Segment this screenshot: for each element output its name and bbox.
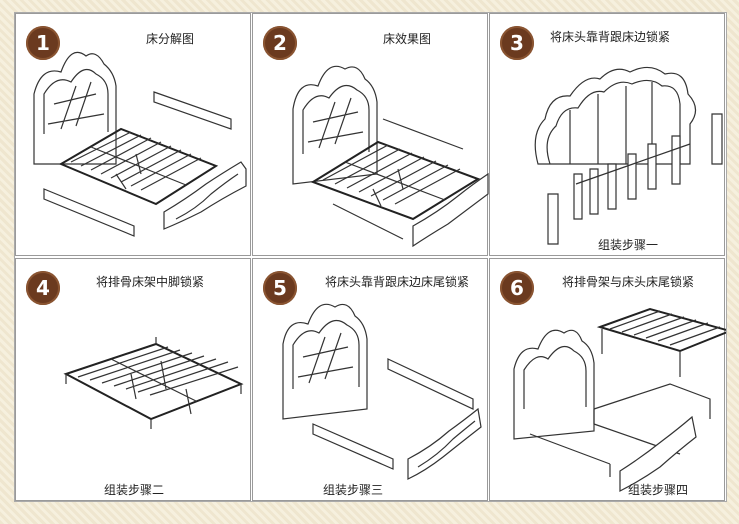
panel-title: 将排骨床架中脚锁紧 (96, 275, 205, 289)
panel-title: 将排骨架与床头床尾锁紧 (562, 275, 695, 289)
panel-footer: 组装步骤二 (104, 483, 165, 497)
panel-step-5: 5 将床头靠背跟床边床尾锁紧 组装步骤三 (252, 258, 488, 501)
step-number-badge: 3 (500, 26, 534, 60)
slat-frame-illustration (63, 337, 244, 429)
panel-footer: 组装步骤四 (628, 483, 689, 497)
headboard-footboard-illustration (282, 303, 482, 480)
final-assembly-illustration (513, 307, 726, 492)
panel-title: 将床头靠背跟床边锁紧 (550, 30, 671, 44)
assembled-bed-illustration (292, 65, 489, 248)
step-number-badge: 1 (26, 26, 60, 60)
exploded-bed-illustration (33, 51, 247, 237)
panel-step-6: 6 将排骨架与床头床尾锁紧 组装步骤四 (489, 258, 726, 501)
panel-footer: 组装步骤一 (598, 238, 659, 252)
step-number-badge: 5 (263, 271, 297, 305)
panel-step-3: 3 将床头靠背跟床边锁紧 组装步骤一 (489, 13, 725, 256)
panel-title: 床效果图 (383, 32, 432, 46)
panel-step-1: 1 床分解图 (15, 13, 251, 256)
panel-title: 床分解图 (146, 32, 195, 46)
step-number-badge: 6 (500, 271, 534, 305)
step-number-badge: 2 (263, 26, 297, 60)
panel-footer: 组装步骤三 (323, 483, 384, 497)
panel-step-2: 2 床效果图 (252, 13, 489, 256)
step-number-badge: 4 (26, 271, 60, 305)
panel-step-4: 4 将排骨床架中脚锁紧 组装步骤二 (15, 258, 251, 501)
assembly-diagram-grid: 1 床分解图 2 床效果图 (14, 12, 727, 502)
headboard-rail-illustration (534, 66, 723, 245)
panel-title: 将床头靠背跟床边床尾锁紧 (325, 275, 470, 289)
